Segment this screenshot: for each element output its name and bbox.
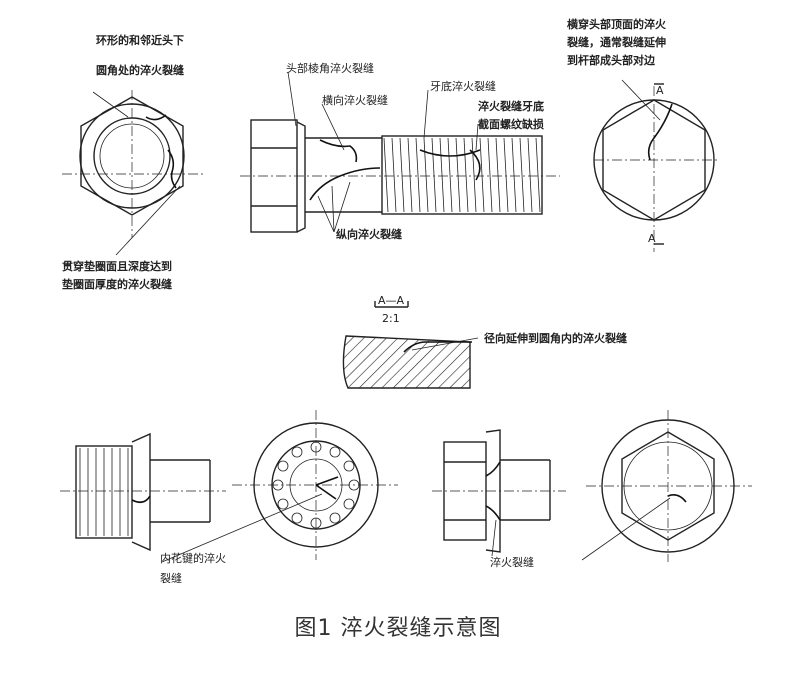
leader-flange-crack [491,519,497,557]
section-a-a [342,301,472,389]
flanged-bolt-side-view [60,432,226,552]
leader-through-head [621,79,661,121]
label-through-head-2: 裂缝，通常裂缝延伸 [566,35,666,49]
leader-washer-crack [115,185,181,256]
label-washer-crack-2: 垫圈面厚度的淬火裂缝 [62,277,172,291]
leader-ring-crack [92,91,129,118]
section-title: A—A [378,294,405,307]
thread-lines [383,137,541,213]
leader-socket-crack [161,493,323,563]
leader-longitudinal-3 [333,181,351,233]
leader-thread-section [475,123,479,151]
label-head-edge-crack: 头部棱角淬火裂缝 [286,61,374,75]
label-through-head-3: 到杆部成头部对边 [567,53,656,67]
figure-caption: 图1 淬火裂缝示意图 [294,616,502,641]
section-mark-a-top: A [656,84,664,97]
label-ring-crack-1: 环形的和邻近头下 [96,33,184,47]
leader-thread-root [423,89,429,139]
leader-transverse [321,103,345,151]
label-through-head-1: 横穿头部顶面的淬火 [567,17,667,31]
leader-head-edge [287,71,297,127]
label-socket-crack-2: 裂缝 [160,571,182,585]
flanged-hex-bolt-side-view [432,429,566,553]
hex-head-end-view-right [593,83,718,252]
label-socket-crack-1: 内花键的淬火 [160,551,226,565]
label-longitudinal-crack: 纵向淬火裂缝 [336,227,402,241]
label-radial-crack: 径向延伸到圆角内的淬火裂缝 [484,331,627,345]
bolt-side-view [240,119,560,233]
leader-longitudinal-1 [317,195,335,233]
label-thread-root-crack: 牙底淬火裂缝 [430,79,496,93]
hex-end-view-bottom-right [586,410,752,562]
spline-end-view [232,410,398,560]
leader-radial [411,337,479,351]
label-washer-crack-1: 贯穿垫圈面且深度达到 [62,259,172,273]
section-mark-a-bottom: A [648,232,656,245]
label-transverse-crack: 横向淬火裂缝 [322,93,388,107]
label-flange-crack: 淬火裂缝 [490,555,534,569]
label-thread-section-2: 截面螺纹缺损 [478,117,544,131]
leader-longitudinal-2 [331,185,335,233]
label-thread-section-1: 淬火裂缝牙底 [478,99,544,113]
leader-bottom-right-crack [581,497,671,561]
section-scale: 2:1 [382,312,400,325]
spline-lines [79,448,129,536]
hex-head-end-view-left [62,90,205,238]
label-ring-crack-2: 圆角处的淬火裂缝 [96,63,184,77]
